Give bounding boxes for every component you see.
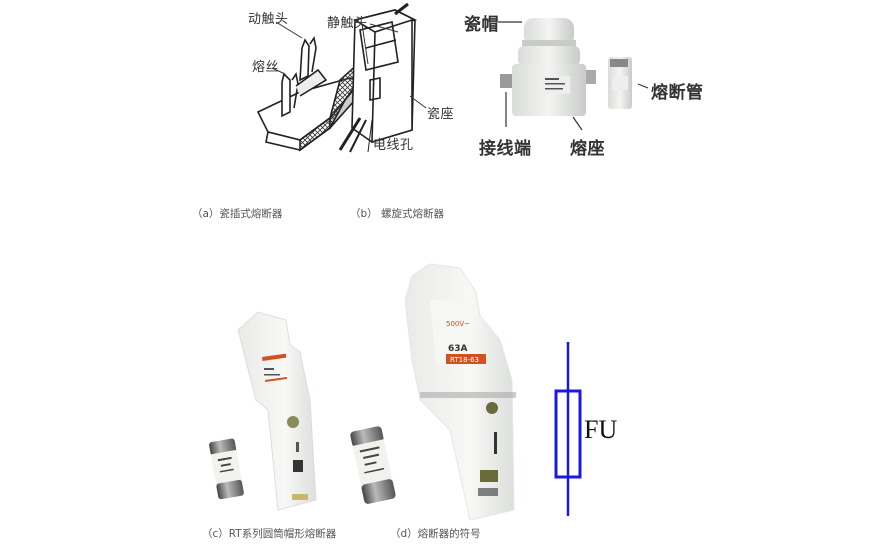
label-moving-contact: 动触头 xyxy=(248,12,289,27)
fuse-symbol-icon xyxy=(554,342,582,516)
label-terminal: 接线端 xyxy=(479,139,532,159)
label-porcelain-base: 瓷座 xyxy=(427,107,455,122)
model-text: RT18-63 xyxy=(450,356,479,364)
label-fuse-tube: 熔断管 xyxy=(651,83,704,103)
caption-a: （a）瓷插式熔断器 xyxy=(192,208,283,220)
voltage-text: 500V~ xyxy=(446,320,470,328)
label-fuse-wire: 熔丝 xyxy=(252,60,280,75)
caption-c: （c）RT系列圆筒帽形熔断器 xyxy=(202,528,337,540)
label-wire-hole: 电线孔 xyxy=(373,138,414,153)
label-porcelain-cap: 瓷帽 xyxy=(464,15,499,35)
label-fuse-base: 熔座 xyxy=(570,139,605,159)
caption-d: （d）熔断器的符号 xyxy=(390,528,481,540)
fuse-symbol-label: FU xyxy=(584,415,618,444)
caption-b: （b） 螺旋式熔断器 xyxy=(350,208,445,220)
label-static-contact: 静触头 xyxy=(327,16,368,31)
rating-text: 63A xyxy=(448,344,468,354)
